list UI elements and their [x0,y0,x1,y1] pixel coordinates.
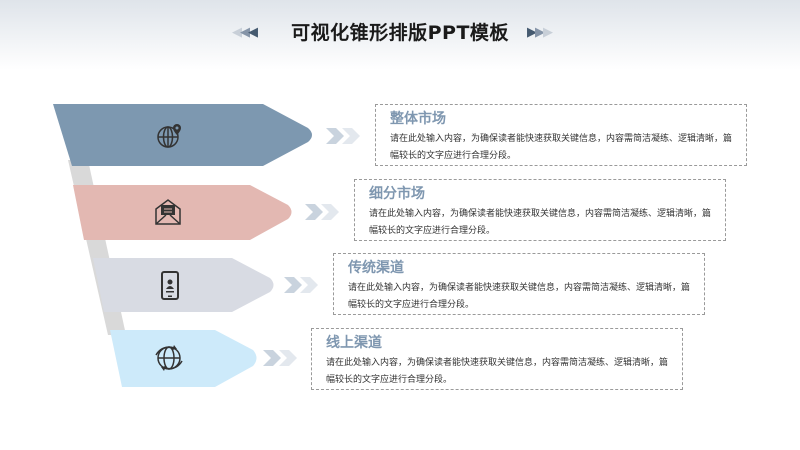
heading-1: 整体市场 [390,111,446,127]
body-text-1: 请在此处输入内容，为确保读者能快速获取关键信息，内容需简洁凝练、逻辑清晰，篇幅较… [390,134,733,161]
envelope-icon [155,199,181,225]
text-box-1: 整体市场 请在此处输入内容，为确保读者能快速获取关键信息，内容需简洁凝练、逻辑清… [375,104,747,166]
funnel-segment-3 [93,258,274,312]
chevrons-4 [263,350,297,366]
globe-location-icon [157,124,181,148]
text-box-3: 传统渠道 请在此处输入内容，为确保读者能快速获取关键信息，内容需简洁凝练、逻辑清… [333,253,705,315]
funnel-segment-2 [73,185,292,240]
body-text-4: 请在此处输入内容，为确保读者能快速获取关键信息，内容需简洁凝练、逻辑清晰，篇幅较… [326,358,669,385]
globe-arrows-icon [155,345,183,371]
page-title: 可视化锥形排版PPT模板 [291,22,509,44]
left-arrows-decoration: ◀◀◀ [232,25,258,40]
right-arrows-decoration: ▶▶▶ [527,25,553,40]
mobile-user-icon [161,271,179,300]
header-band [0,0,800,70]
chevrons-3 [284,277,318,293]
funnel-segment-4 [110,330,257,387]
heading-4: 线上渠道 [326,335,382,351]
chevrons-1 [326,128,360,144]
body-text-2: 请在此处输入内容，为确保读者能快速获取关键信息，内容需简洁凝练、逻辑清晰，篇幅较… [369,209,712,236]
text-box-2: 细分市场 请在此处输入内容，为确保读者能快速获取关键信息，内容需简洁凝练、逻辑清… [354,179,726,241]
chevrons-2 [305,204,339,220]
heading-3: 传统渠道 [348,260,404,276]
text-box-4: 线上渠道 请在此处输入内容，为确保读者能快速获取关键信息，内容需简洁凝练、逻辑清… [311,328,683,390]
heading-2: 细分市场 [369,186,425,202]
funnel-segment-1 [53,104,312,166]
body-text-3: 请在此处输入内容，为确保读者能快速获取关键信息，内容需简洁凝练、逻辑清晰，篇幅较… [348,283,691,310]
